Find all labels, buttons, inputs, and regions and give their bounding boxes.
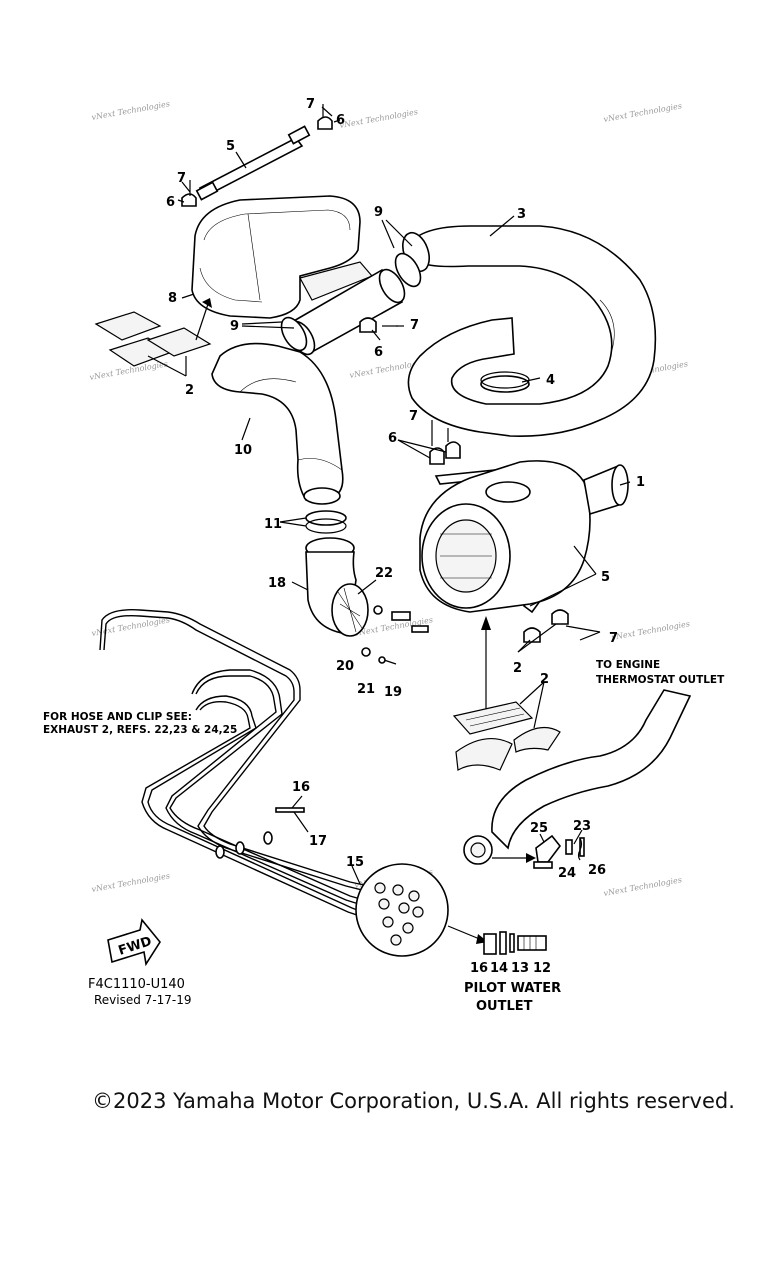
- pilot-note-line1: PILOT WATER: [464, 981, 561, 996]
- filter-pads-part-2-left: [94, 311, 212, 367]
- part-number-19: 19: [384, 685, 402, 700]
- part-number-5: 5: [226, 139, 235, 154]
- part-number-24: 24: [558, 866, 576, 881]
- part-number-16: 16: [292, 780, 310, 795]
- part-number-labels: 1 2 2 3 4 5 5 6 6 6 6 2 7 7 7 7 7 8 9 9 …: [166, 97, 645, 976]
- clip-part-6-mid: [359, 317, 461, 465]
- part-number-7: 7: [177, 171, 186, 186]
- watermark: vNext Technologies: [339, 107, 419, 130]
- part-number-4: 4: [546, 373, 555, 388]
- watermark: vNext Technologies: [91, 871, 171, 894]
- part-number-6: 6: [336, 113, 345, 128]
- intake-duct-part-10: [211, 342, 344, 505]
- part-number-3: 3: [517, 207, 526, 222]
- part-number-21: 21: [357, 682, 375, 697]
- clamp-part-4: [480, 371, 530, 393]
- air-box-part-1: [419, 460, 629, 613]
- part-number-7: 7: [410, 318, 419, 333]
- part-number-22: 22: [375, 566, 393, 581]
- part-number-23: 23: [573, 819, 591, 834]
- thermostat-hose: [463, 689, 692, 865]
- part-number-26: 26: [588, 863, 606, 878]
- part-number-20: 20: [336, 659, 354, 674]
- part-number-9: 9: [230, 319, 239, 334]
- copyright-notice: ©2023 Yamaha Motor Corporation, U.S.A. A…: [92, 1089, 735, 1113]
- pilot-outlet-fittings: [483, 931, 547, 955]
- part-number-5: 5: [601, 570, 610, 585]
- air-box-cover-part-8: [191, 195, 374, 319]
- part-number-6: 6: [374, 345, 383, 360]
- part-number-7: 7: [609, 631, 618, 646]
- part-number-8: 8: [168, 291, 177, 306]
- fittings-parts-19-20-21: [361, 605, 429, 665]
- notes: TO ENGINE THERMOSTAT OUTLET FOR HOSE AND…: [43, 659, 725, 1014]
- part-number-15: 15: [346, 855, 364, 870]
- part-number-11: 11: [264, 517, 282, 532]
- watermark: vNext Technologies: [603, 875, 683, 898]
- part-number-12: 12: [533, 961, 551, 976]
- watermark: vNext Technologies: [603, 101, 683, 124]
- strap-part-5: [195, 125, 311, 201]
- part-number-9: 9: [374, 205, 383, 220]
- clamp-part-11: [305, 510, 347, 534]
- clamp-part-9: [280, 252, 422, 352]
- thermostat-note-line1: TO ENGINE: [596, 659, 660, 671]
- pilot-note-line2: OUTLET: [476, 999, 533, 1014]
- part-number-1: 1: [636, 475, 645, 490]
- part-number-18: 18: [268, 576, 286, 591]
- filter-pads-part-2-right: [452, 701, 561, 771]
- drawing-info: F4C1110-U140 Revised 7-17-19: [88, 977, 192, 1007]
- part-number-14: 14: [490, 961, 508, 976]
- hose-clip-note-line2: EXHAUST 2, REFS. 22,23 & 24,25: [43, 724, 237, 736]
- elbow-part-18: [305, 537, 369, 637]
- part-number-6: 6: [388, 431, 397, 446]
- watermark: vNext Technologies: [91, 99, 171, 122]
- outlet-fittings-23-26: [533, 834, 585, 869]
- drawing-revised: Revised 7-17-19: [94, 993, 192, 1007]
- part-number-16: 16: [470, 961, 488, 976]
- part-number-25: 25: [530, 821, 548, 836]
- leader-lines: [147, 106, 631, 885]
- thermostat-note-line2: THERMOSTAT OUTLET: [596, 674, 725, 686]
- part-number-6: 2: [513, 661, 522, 676]
- forward-arrow-icon: FWD: [107, 918, 161, 967]
- hose-clip-note-line1: FOR HOSE AND CLIP SEE:: [43, 711, 192, 723]
- part-number-7: 7: [409, 409, 418, 424]
- part-number-2: 2: [540, 672, 549, 687]
- part-number-6: 6: [166, 195, 175, 210]
- water-tubes-part-15: [99, 609, 379, 923]
- part-number-2: 2: [185, 383, 194, 398]
- tube-clips-part-17: [215, 807, 305, 859]
- detail-circle: [355, 863, 488, 957]
- watermark: vNext Technologies: [611, 619, 691, 642]
- clip-part-6-lower-right: [523, 609, 601, 643]
- part-number-10: 10: [234, 443, 252, 458]
- drawing-code: F4C1110-U140: [88, 977, 185, 992]
- large-hose-part-3: [402, 225, 657, 437]
- clip-part-6-top: [181, 104, 333, 207]
- part-number-13: 13: [511, 961, 529, 976]
- part-number-7: 7: [306, 97, 315, 112]
- part-number-17: 17: [309, 834, 327, 849]
